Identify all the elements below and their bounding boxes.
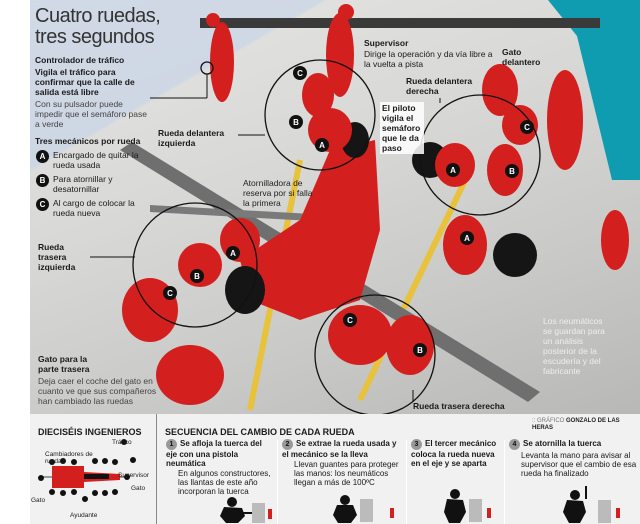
step-title: Se atornilla la tuerca: [523, 439, 602, 448]
step-divider: [504, 440, 505, 524]
credit: :: GRÁFICO GONZALO DE LAS HERAS: [532, 418, 640, 432]
svg-text:B: B: [417, 346, 423, 355]
engineers-label-supervisor: Supervisor: [118, 472, 150, 479]
gantry-arm: [150, 205, 330, 222]
svg-text:B: B: [293, 118, 299, 127]
mechanic-role-a: A Encargado de quitar la rueda usada: [35, 150, 153, 170]
role-text: Para atornillar y desatornillar: [53, 174, 113, 194]
badge-a: A: [36, 150, 49, 163]
step-title: Se extrae la rueda usada y el mecánico s…: [282, 439, 397, 459]
label-pilot: El piloto vigila el semáforo que le da p…: [380, 102, 424, 154]
overhead-gantry: [200, 18, 600, 28]
mechanic-role-c: C Al cargo de colocar la rueda nueva: [35, 198, 153, 218]
engineers-label-jack-rear: Gato: [31, 497, 46, 504]
credit-author: GONZALO DE LAS HERAS: [532, 418, 620, 431]
step-divider: [406, 440, 407, 524]
tyre: [225, 266, 265, 314]
traffic-description: Vigila el tráfico para confirmar que la …: [35, 67, 135, 97]
label-tyres: Los neumáticos se guardan para un anális…: [543, 316, 605, 376]
svg-text:B: B: [509, 167, 515, 176]
engineers-diagram: [38, 439, 136, 502]
step-desc: Llevan guantes para proteger las manos: …: [294, 460, 399, 487]
label-supervisor: Supervisor: [364, 38, 409, 48]
leader-lines: [90, 74, 441, 401]
svg-text:A: A: [450, 166, 456, 175]
intro-column: Cuatro ruedas, tres segundos Controlador…: [35, 6, 161, 219]
sequence-heading: SECUENCIA DEL CAMBIO DE CADA RUEDA: [165, 427, 355, 437]
label-rear-jack-desc: Deja caer el coche del gato en cuanto ve…: [38, 376, 157, 406]
svg-text:A: A: [319, 141, 325, 150]
divider: [156, 414, 157, 524]
step-desc: Levanta la mano para avisar al superviso…: [521, 451, 637, 478]
svg-text:C: C: [167, 289, 173, 298]
badges: C B A C A B A B C A C B: [163, 66, 534, 357]
role-text: Al cargo de colocar la rueda nueva: [53, 198, 135, 218]
mechanics: [122, 4, 629, 405]
svg-text:C: C: [524, 123, 530, 132]
engineers-label-traffic: Tráfico: [112, 439, 132, 446]
ferrari-car: [240, 140, 380, 320]
badge-b: B: [36, 174, 49, 187]
label-rear-jack: Gato para la parte trasera: [38, 354, 90, 374]
step-number: 2: [282, 439, 293, 450]
svg-text:C: C: [347, 316, 353, 325]
step-number: 3: [411, 439, 422, 450]
svg-text:A: A: [464, 234, 470, 243]
page-title: Cuatro ruedas, tres segundos: [35, 5, 161, 48]
engineers-label-helper: Ayudante: [70, 512, 98, 519]
step-title: El tercer mecánico coloca la rueda nueva…: [411, 439, 497, 468]
role-text: Encargado de quitar la rueda usada: [53, 150, 139, 170]
label-supervisor-desc: Dirige la operación y da vía libre a la …: [364, 49, 493, 69]
mechanics-heading: Tres mecánicos por rueda: [35, 136, 141, 146]
label-rear-right: Rueda trasera derecha: [413, 401, 505, 411]
engineers-label-jack-front: Gato: [131, 485, 146, 492]
traffic-note: Con su pulsador puede impedir que el sem…: [35, 99, 147, 129]
step-desc: En algunos constructores, las llantas de…: [178, 469, 271, 496]
step-number: 1: [166, 439, 177, 450]
wheel-circles: [132, 59, 541, 414]
traffic-heading: Controlador de tráfico: [35, 55, 125, 65]
label-rear-left: Rueda trasera izquierda: [38, 242, 76, 272]
label-front-left: Rueda delantera izquierda: [158, 128, 225, 148]
label-front-right: Rueda delantera derecha: [406, 76, 473, 96]
mechanic-role-b: B Para atornillar y desatornillar: [35, 174, 153, 194]
step-divider: [277, 440, 278, 524]
engineers-label-changers: Cambiadores de ruedas: [45, 451, 93, 465]
label-front-jack: Gato delantero: [502, 47, 541, 67]
engineers-heading: DIECISÉIS INGENIEROS: [38, 427, 142, 437]
svg-text:B: B: [194, 272, 200, 281]
badge-c: C: [36, 198, 49, 211]
step-title: Se afloja la tuerca del eje con una pist…: [166, 439, 262, 468]
svg-text:A: A: [230, 249, 236, 258]
photo-illustration: C B A C A B A B C A C B: [90, 4, 629, 414]
label-spare-gun: Atornilladora de reserva por si falla la…: [243, 178, 313, 208]
credit-prefix: :: GRÁFICO: [532, 418, 565, 424]
tyre: [493, 233, 537, 277]
step-number: 4: [509, 439, 520, 450]
svg-text:C: C: [297, 69, 303, 78]
